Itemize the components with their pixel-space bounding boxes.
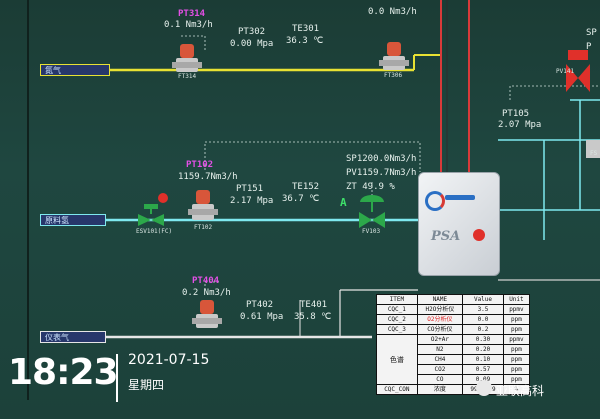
fv103-position: ZT 49.9 % [346,182,395,192]
pt102-tag: PT102 [186,160,214,170]
row-name: 浓度 [416,384,464,395]
watermark-logo-icon [476,380,492,396]
table-row: CQC_3 CO分析仪 0.2 ppm [376,324,531,335]
pt105-value: 2.07 Mpa [498,120,542,130]
ft102-label: FT102 [194,224,213,231]
row-item: CQC_3 [376,324,418,335]
pt306-flow: 0.0 Nm3/h [368,7,417,17]
fv103-mode: A [340,196,347,209]
row-name: O2分析仪 [416,314,464,325]
fs-label: FS [590,150,598,157]
row-value: 0.10 [462,354,504,365]
pt404-flow: 0.2 Nm3/h [182,288,231,298]
row-unit: % [502,384,531,395]
row-item: CQC_1 [376,304,418,315]
te301-tag: TE301 [292,24,320,34]
esv101-valve-icon [138,193,168,226]
pt151-tag: PT151 [236,184,264,194]
col-name: NAME [416,294,464,305]
te152-tag: TE152 [292,182,320,192]
pt314-flow: 0.1 Nm3/h [164,20,213,30]
pv141-label: PV141 [556,68,575,75]
fs-valve-icon [586,140,600,158]
row-value: 0.30 [462,334,504,345]
row-value: 0.0 [462,314,504,325]
pt402-value: 0.61 Mpa [240,312,284,322]
row-unit: ppmv [502,334,531,345]
col-unit: Unit [502,294,531,305]
row-value: 3.5 [462,304,504,315]
pt302-tag: PT302 [238,27,266,37]
row-value: 0.2 [462,324,504,335]
fv103-valve-icon [359,195,385,228]
psa-brand-mark [445,195,475,200]
flowmeter-ft102-icon [188,190,218,220]
right-p-label: P [586,42,592,52]
ft306-label: FT306 [384,72,403,79]
flowmeter-ft314-icon [172,44,202,72]
flowmeter-pt404-icon [192,300,222,328]
row-unit: ppm [502,324,531,335]
row-name: N2 [416,344,464,355]
esv101-label: ESV101(FC) [136,228,173,235]
watermark-text: 亚联高科 [496,384,545,398]
nitrogen-line-label: 氮气 [40,64,110,76]
flowmeter-ft306-icon [379,42,409,70]
pt314-tag: PT314 [178,9,206,19]
row-unit: ppm [502,344,531,355]
analyzer-table: ITEM NAME Value Unit CQC_1 H2O分析仪 3.5 pp… [376,294,531,395]
clock-time: 18:23 [8,352,119,393]
psa-logo-icon [425,191,445,211]
row-value: 0.57 [462,364,504,375]
row-name: O2+Ar [416,334,464,345]
row-item: CQC_2 [376,314,418,325]
te401-tag: TE401 [300,300,328,310]
ft314-label: FT314 [178,73,197,80]
fv103-label: FV103 [362,228,381,235]
fv103-process-value: PV1159.7Nm3/h [346,168,417,178]
row-name: CO [416,374,464,385]
chromatograph-label: 色谱 [376,334,418,385]
te301-value: 36.3 ℃ [286,36,324,46]
row-name: H2O分析仪 [416,304,464,315]
clock-weekday: 星期四 [128,378,165,392]
col-value: Value [462,294,504,305]
right-sp-label: SP [586,28,597,38]
instrument-air-line-label: 仪表气 [40,331,106,343]
table-row: CQC_1 H2O分析仪 3.5 ppmv [376,304,531,315]
row-item: CQC_CON [376,384,418,395]
psa-status-indicator [473,229,485,241]
row-name: CH4 [416,354,464,365]
te401-value: 35.8 ℃ [294,312,332,322]
row-unit: ppm [502,314,531,325]
pt402-tag: PT402 [246,300,274,310]
pv141-valve-icon [566,50,590,92]
clock-divider [116,354,118,402]
clock-date: 2021-07-15 [128,352,210,368]
row-name: CO分析仪 [416,324,464,335]
row-unit: ppm [502,354,531,365]
fv103-setpoint: SP1200.0Nm3/h [346,154,417,164]
row-unit: ppm [502,364,531,375]
row-unit: ppmv [502,304,531,315]
pt102-flow: 1159.7Nm3/h [178,172,238,182]
pt105-tag: PT105 [502,109,530,119]
table-header-row: ITEM NAME Value Unit [376,294,531,305]
pt151-value: 2.17 Mpa [230,196,274,206]
table-row: CQC_2 O2分析仪 0.0 ppm [376,314,531,325]
psa-label: PSA [431,229,461,244]
pt302-value: 0.00 Mpa [230,39,274,49]
pt404-tag: PT404 [192,276,220,286]
psa-unit[interactable]: PSA [418,172,500,276]
table-row: 色谱 O2+Ar 0.30 ppmv [376,334,531,385]
row-name: CO2 [416,364,464,375]
col-item: ITEM [376,294,418,305]
feed-line-label: 原料氢 [40,214,106,226]
te152-value: 36.7 ℃ [282,194,320,204]
row-value: 0.20 [462,344,504,355]
